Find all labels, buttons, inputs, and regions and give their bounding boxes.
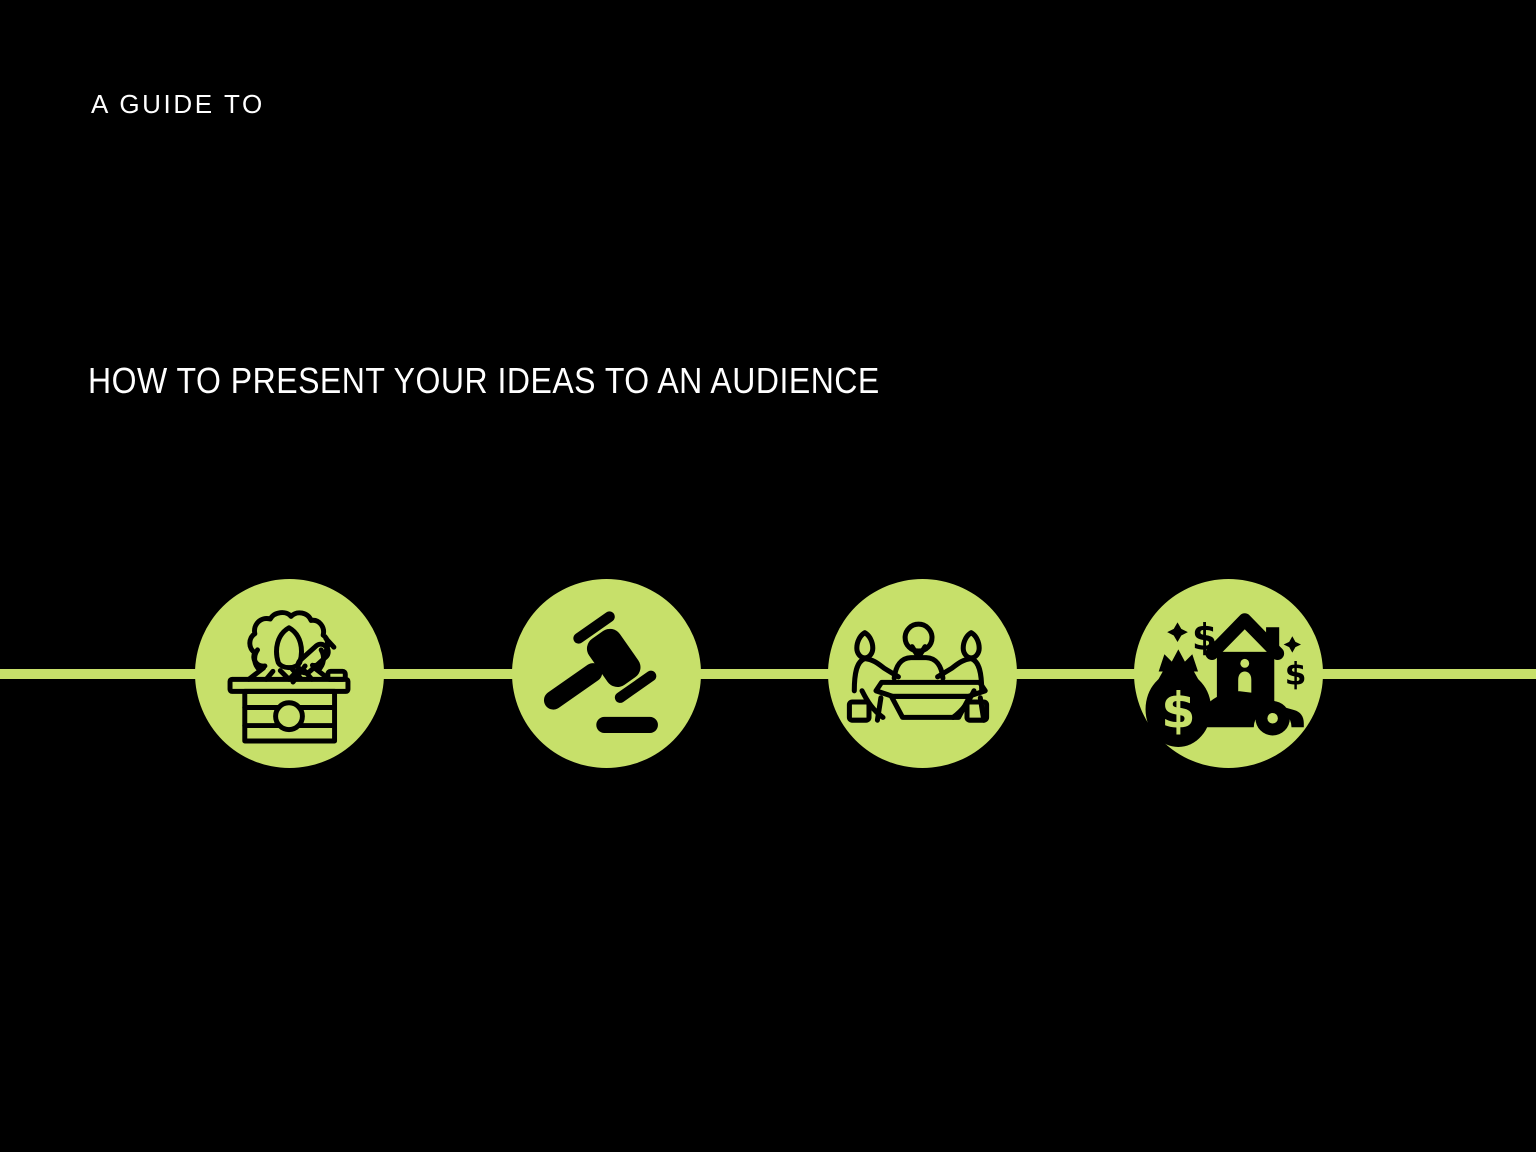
gavel-sound-block: [596, 716, 658, 733]
money-bag: [1145, 671, 1212, 747]
gavel-head: [586, 628, 641, 687]
gavel-handle: [543, 663, 603, 710]
timeline-node-assets: $ $ $: [1134, 579, 1323, 768]
sparkle-icon: [1167, 622, 1188, 642]
timeline-node-meeting: [828, 579, 1017, 768]
gavel-icon: [543, 611, 658, 733]
table-front: [888, 693, 973, 720]
left-person-body: [851, 656, 901, 694]
timeline-node-judge: [195, 579, 384, 768]
timeline-line: [0, 669, 1536, 679]
house-door: [1238, 671, 1252, 693]
lightbulb-head: [902, 621, 935, 654]
car-hubcap: [1267, 713, 1278, 724]
right-person-head: [960, 630, 982, 661]
left-briefcase: [846, 699, 872, 723]
car-body: [1203, 691, 1304, 728]
right-person-body: [935, 656, 985, 694]
left-person-head: [854, 630, 876, 661]
kicker-text: A GUIDE TO: [91, 89, 265, 119]
bench-body: [242, 688, 338, 744]
money-bag-dollar: $: [1161, 681, 1195, 739]
timeline-node-gavel: [512, 579, 701, 768]
bench-emblem: [273, 700, 305, 733]
dollar-sign: $: [1285, 657, 1307, 693]
judge-bench-icon: [227, 610, 351, 744]
house-roof: [1205, 613, 1285, 661]
judge-face: [274, 625, 304, 671]
page-title: HOW TO PRESENT YOUR IDEAS TO AN AUDIENCE: [88, 360, 880, 402]
right-briefcase: [964, 699, 990, 723]
money-bag-tie: [1158, 649, 1199, 672]
sparkle-icon: [1283, 636, 1302, 653]
judge-hair: [247, 610, 331, 669]
team-meeting-lightbulb-icon: [846, 621, 990, 723]
center-person-body: [891, 655, 946, 681]
money-house-car-icon: $ $ $: [1145, 613, 1307, 747]
house-window: [1240, 658, 1250, 668]
